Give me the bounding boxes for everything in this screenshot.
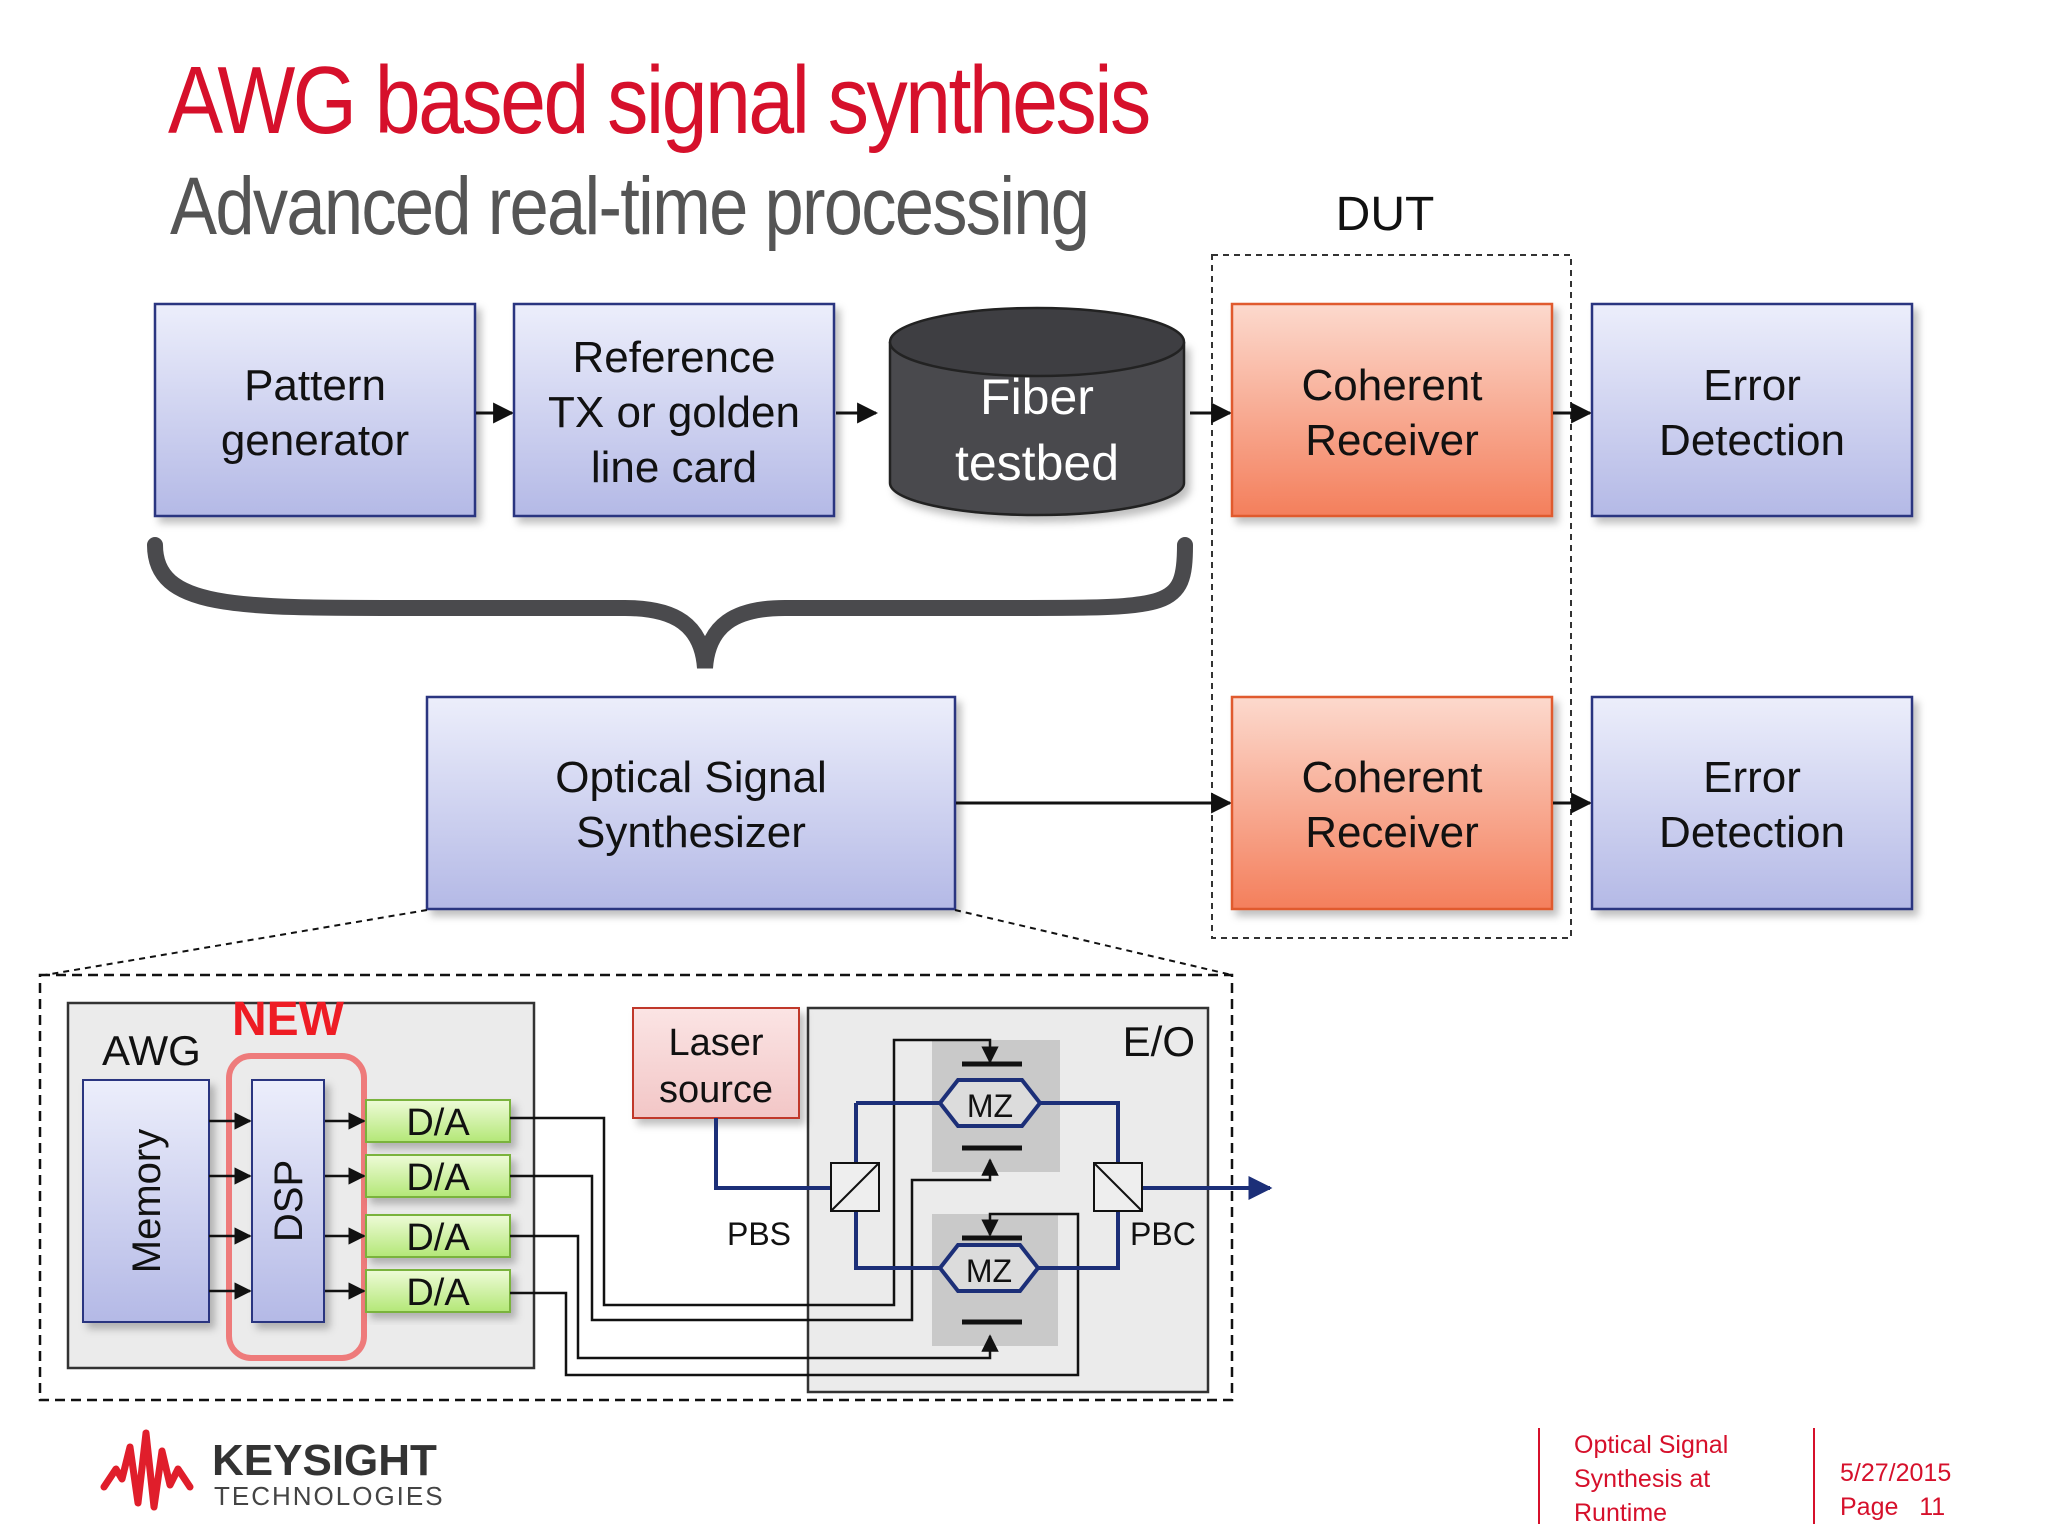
synthesizer-line-2: Synthesizer: [576, 808, 806, 857]
reference-tx-line-3: line card: [591, 443, 757, 492]
da-label-1: D/A: [406, 1102, 470, 1144]
da-block: D/A: [365, 1154, 511, 1199]
grouping-brace: [147, 537, 1193, 669]
dsp-block: DSP: [251, 1079, 325, 1323]
footer-doc-title-line-1: Optical Signal: [1574, 1431, 1729, 1459]
da-label-4: D/A: [406, 1272, 470, 1314]
brand-name: KEYSIGHT: [212, 1436, 437, 1485]
error-detection-top-block: Error Detection: [1590, 302, 1914, 518]
dsp-highlight: [226, 1053, 367, 1361]
error-detection-bottom-line-1: Error: [1703, 753, 1801, 802]
footer-page: Page 11: [1840, 1490, 1945, 1524]
dsp-label: DSP: [267, 1160, 311, 1242]
laser-source-line-1: Laser: [668, 1022, 763, 1064]
pbc-label: PBC: [1130, 1216, 1196, 1252]
fiber-testbed-cylinder: Fiber testbed: [888, 306, 1186, 517]
footer-doc-title-line-3: Runtime: [1574, 1499, 1668, 1527]
footer-doc-title-line-2: Synthesis at: [1574, 1465, 1711, 1493]
footer-divider-2: [1813, 1428, 1815, 1524]
coherent-receiver-top-line-1: Coherent: [1301, 361, 1482, 410]
error-detection-bottom-block: Error Detection: [1590, 695, 1914, 911]
eo-label: E/O: [1123, 1018, 1195, 1065]
footer-page-number: 11: [1919, 1493, 1946, 1521]
pattern-generator-line-2: generator: [221, 416, 409, 465]
mz-label-upper: MZ: [967, 1088, 1013, 1124]
pattern-generator-line-1: Pattern: [244, 361, 386, 410]
footer-date: 5/27/2015: [1840, 1459, 1952, 1487]
fiber-testbed-line-2: testbed: [955, 435, 1119, 491]
da-block: D/A: [365, 1214, 511, 1259]
keysight-wave-icon: [100, 1429, 194, 1511]
mz-modulator-lower: MZ: [937, 1243, 1041, 1293]
synthesizer-line-1: Optical Signal: [555, 753, 826, 802]
da-label-3: D/A: [406, 1217, 470, 1259]
coherent-receiver-bottom-line-1: Coherent: [1301, 753, 1482, 802]
reference-tx-line-1: Reference: [572, 333, 775, 382]
da-block: D/A: [365, 1269, 511, 1314]
brand-subtitle: TECHNOLOGIES: [214, 1481, 445, 1511]
coherent-receiver-bottom-block: Coherent Receiver: [1230, 695, 1554, 911]
laser-source-line-2: source: [659, 1069, 773, 1111]
footer-divider-1: [1538, 1428, 1540, 1524]
keysight-logo: KEYSIGHT TECHNOLOGIES: [100, 1429, 445, 1511]
memory-label: Memory: [125, 1129, 169, 1273]
coherent-receiver-top-line-2: Receiver: [1305, 416, 1479, 465]
footer-page-label: Page: [1840, 1493, 1899, 1521]
error-detection-top-line-1: Error: [1703, 361, 1801, 410]
coherent-receiver-top-block: Coherent Receiver: [1230, 302, 1554, 518]
awg-label: AWG: [102, 1027, 201, 1074]
pattern-generator-block: Pattern generator: [153, 302, 477, 518]
mz-label-lower: MZ: [966, 1253, 1012, 1289]
page-title: AWG based signal synthesis: [168, 47, 1151, 154]
memory-block: Memory: [82, 1079, 210, 1323]
error-detection-bottom-line-2: Detection: [1659, 808, 1845, 857]
reference-tx-block: Reference TX or golden line card: [512, 302, 836, 518]
coherent-receiver-bottom-line-2: Receiver: [1305, 808, 1479, 857]
da-label-2: D/A: [406, 1157, 470, 1199]
dut-region: [1211, 254, 1572, 939]
fiber-testbed-line-1: Fiber: [980, 369, 1094, 425]
laser-source-block: Laser source: [632, 1007, 800, 1119]
new-label: NEW: [232, 993, 345, 1046]
pbs-label: PBS: [727, 1216, 791, 1252]
da-block: D/A: [365, 1099, 511, 1144]
page-subtitle: Advanced real-time processing: [170, 161, 1090, 252]
reference-tx-line-2: TX or golden: [548, 388, 800, 437]
detail-region: [38, 973, 1234, 1402]
dut-label: DUT: [1336, 188, 1435, 241]
optical-signal-synthesizer-block: Optical Signal Synthesizer: [425, 695, 957, 911]
error-detection-top-line-2: Detection: [1659, 416, 1845, 465]
pbs-cube: [830, 1162, 880, 1212]
mz-modulator-upper: MZ: [937, 1078, 1043, 1128]
footer-doc-title: Optical Signal Synthesis at Runtime: [1574, 1428, 1728, 1530]
pbc-cube: [1093, 1162, 1143, 1212]
